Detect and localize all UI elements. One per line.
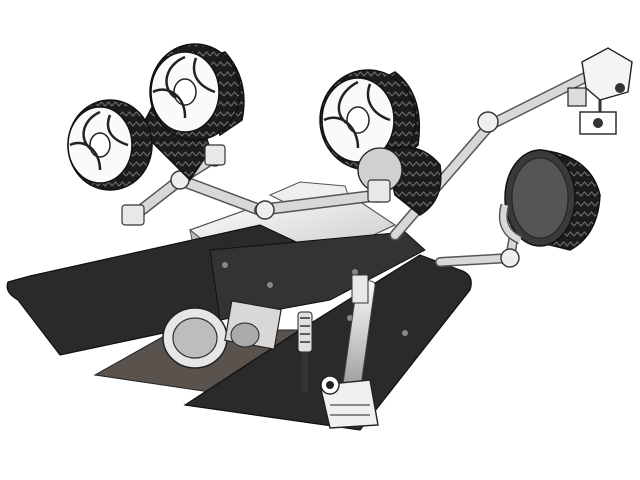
robot-arm [319, 274, 379, 429]
wheel-front-left-2 [149, 43, 245, 141]
wheel-rear-right [498, 149, 601, 251]
wheel-mounts [121, 144, 391, 226]
rear-motor-module [162, 300, 282, 369]
drill-tool [297, 311, 313, 392]
mast-camera-head [567, 47, 633, 135]
solar-panel-center [209, 231, 426, 336]
wheel-front-right [319, 69, 421, 171]
